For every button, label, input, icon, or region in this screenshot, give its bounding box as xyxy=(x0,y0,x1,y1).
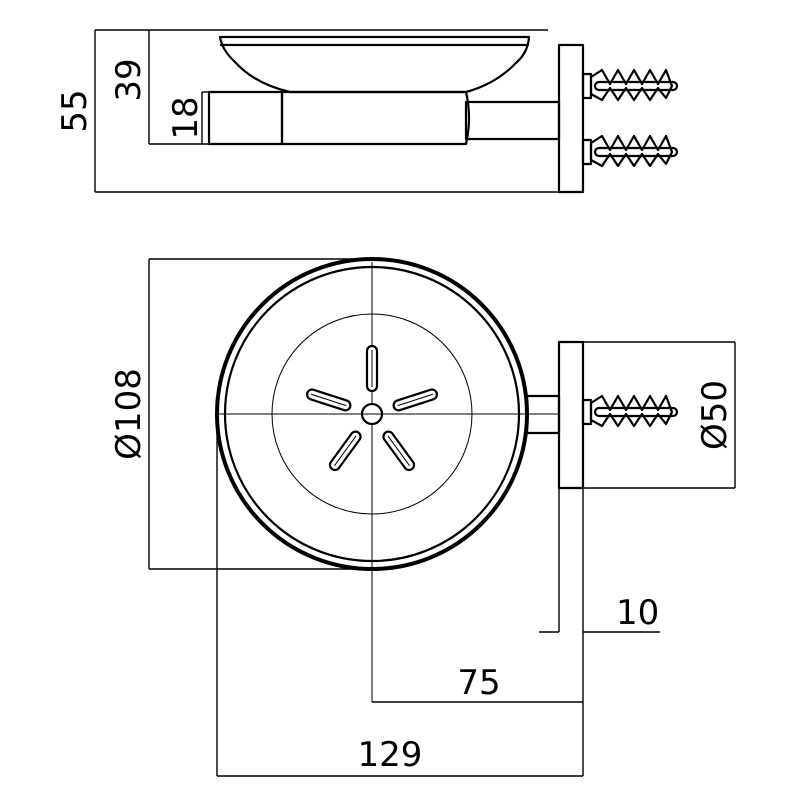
dim-55-label: 55 xyxy=(55,89,95,132)
dim-holder-height: 18 xyxy=(166,91,209,144)
dim-129-label: 129 xyxy=(358,735,423,775)
dim-dish-diameter: Ø108 xyxy=(109,258,372,570)
dim-10-label: 10 xyxy=(616,593,659,633)
side-view: 55 39 18 xyxy=(55,29,679,194)
dim-108-label: Ø108 xyxy=(109,368,149,460)
dim-flange-thickness: 10 xyxy=(539,488,660,633)
holder-band xyxy=(280,90,471,146)
wall-anchor-top xyxy=(581,68,679,102)
dim-dish-height: 39 xyxy=(109,30,209,145)
drain-slots xyxy=(305,344,439,472)
wall-anchor-bottom xyxy=(581,134,679,168)
holder-ring xyxy=(207,90,284,146)
dim-39-label: 39 xyxy=(109,58,149,101)
dim-axis-to-wall: 75 xyxy=(372,632,584,776)
dim-50-label: Ø50 xyxy=(695,380,735,450)
dim-overall-projection: 129 xyxy=(216,414,583,777)
plan-wall-anchor xyxy=(581,394,679,428)
dim-total-height: 55 xyxy=(55,29,559,193)
dim-flange-diameter: Ø50 xyxy=(583,341,736,489)
plan-view: Ø108 Ø50 10 75 129 xyxy=(109,257,736,777)
dim-18-label: 18 xyxy=(166,96,206,139)
wall-flange xyxy=(557,43,585,194)
support-arm xyxy=(464,100,561,141)
plan-flange xyxy=(557,340,585,490)
dim-75-label: 75 xyxy=(457,663,500,703)
